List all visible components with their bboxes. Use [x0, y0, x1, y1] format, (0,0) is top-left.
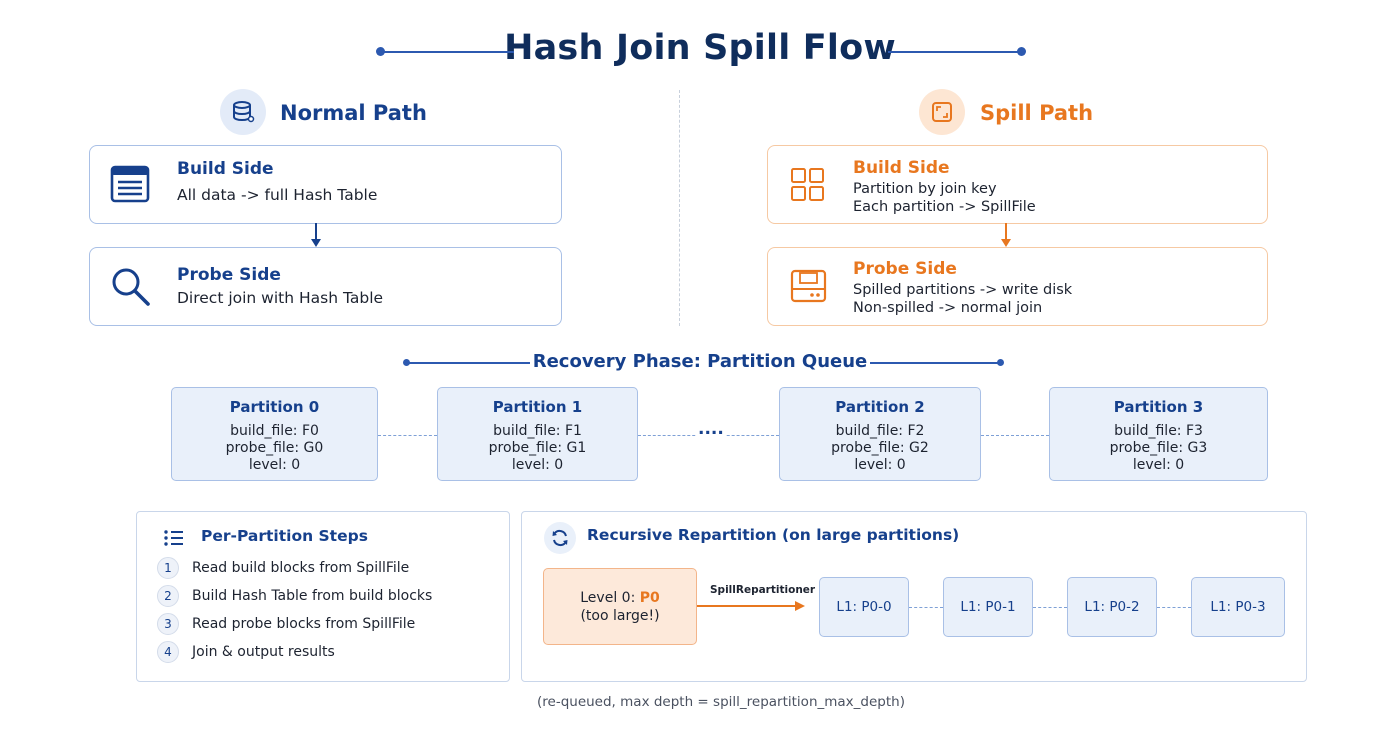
disk-icon — [790, 268, 828, 310]
spill-build-title: Build Side — [853, 158, 950, 178]
partition-ellipsis: .... — [696, 419, 726, 439]
partition-link-0-1 — [378, 435, 437, 436]
steps-panel: Per-Partition Steps 1 Read build blocks … — [136, 511, 510, 682]
level0-label-line: Level 0: P0 — [544, 589, 696, 607]
partition-title: Partition 3 — [1113, 398, 1204, 416]
partition-card: Partition 3 build_file: F3 probe_file: G… — [1049, 387, 1268, 481]
spill-path-title: Spill Path — [980, 101, 1094, 125]
spill-probe-line-2: Non-spilled -> normal join — [853, 300, 1043, 316]
normal-probe-title: Probe Side — [177, 265, 281, 285]
page-title: Hash Join Spill Flow — [504, 28, 896, 68]
level1-partition-box: L1: P0-3 — [1191, 577, 1285, 637]
table-icon — [110, 165, 152, 209]
spill-build-card: Build Side Partition by join key Each pa… — [767, 145, 1268, 224]
step-number: 3 — [157, 613, 179, 635]
spill-build-line-1: Partition by join key — [853, 181, 997, 197]
step-number: 2 — [157, 585, 179, 607]
spill-probe-line-1: Spilled partitions -> write disk — [853, 282, 1073, 298]
partition-probe-file: probe_file: G1 — [488, 440, 587, 456]
partition-card: Partition 1 build_file: F1 probe_file: G… — [437, 387, 638, 481]
partition-build-file: build_file: F3 — [1114, 423, 1203, 439]
level1-link — [1157, 607, 1191, 608]
partition-title: Partition 1 — [492, 398, 583, 416]
title-right-dot — [1017, 47, 1026, 56]
level1-partition-box: L1: P0-2 — [1067, 577, 1157, 637]
title-right-line — [888, 51, 1022, 53]
level0-highlight: P0 — [639, 590, 660, 606]
spill-probe-card: Probe Side Spilled partitions -> write d… — [767, 247, 1268, 326]
level1-link — [909, 607, 943, 608]
arrow-label: SpillRepartitioner — [710, 584, 816, 596]
normal-path-title: Normal Path — [280, 101, 427, 125]
footer-note: (re-queued, max depth = spill_repartitio… — [537, 694, 905, 710]
repartition-arrow — [697, 601, 805, 611]
path-divider — [679, 90, 680, 326]
partition-probe-file: probe_file: G0 — [225, 440, 324, 456]
spill-build-line-2: Each partition -> SpillFile — [853, 199, 1036, 215]
step-text: Join & output results — [192, 644, 335, 660]
title-left-dot — [376, 47, 385, 56]
partition-build-file: build_file: F0 — [230, 423, 319, 439]
partition-link-2-3 — [981, 435, 1049, 436]
partition-probe-file: probe_file: G2 — [831, 440, 929, 456]
normal-build-title: Build Side — [177, 159, 274, 179]
refresh-icon — [544, 522, 576, 554]
partition-title: Partition 2 — [835, 398, 925, 416]
level0-prefix: Level 0: — [580, 590, 640, 606]
title-left-line — [382, 51, 514, 53]
normal-probe-card: Probe Side Direct join with Hash Table — [89, 247, 562, 326]
normal-probe-text: Direct join with Hash Table — [177, 289, 384, 307]
list-icon — [163, 528, 185, 552]
normal-build-text: All data -> full Hash Table — [177, 186, 378, 204]
recovery-right-line — [870, 362, 1000, 364]
step-number: 1 — [157, 557, 179, 579]
step-text: Build Hash Table from build blocks — [192, 588, 433, 604]
partition-level: level: 0 — [511, 457, 564, 473]
step-text: Read build blocks from SpillFile — [192, 560, 410, 576]
step-number: 4 — [157, 641, 179, 663]
partition-level: level: 0 — [854, 457, 906, 473]
partition-level: level: 0 — [248, 457, 301, 473]
level0-partition-box: Level 0: P0 (too large!) — [543, 568, 697, 645]
database-icon — [220, 89, 266, 135]
level1-partition-box: L1: P0-0 — [819, 577, 909, 637]
spill-icon — [919, 89, 965, 135]
partition-card: Partition 0 build_file: F0 probe_file: G… — [171, 387, 378, 481]
repartition-panel-title: Recursive Repartition (on large partitio… — [587, 526, 960, 544]
recovery-left-dot — [403, 359, 410, 366]
grid-icon — [790, 167, 826, 207]
spill-flow-arrow — [1001, 223, 1011, 247]
steps-panel-title: Per-Partition Steps — [201, 527, 368, 545]
recovery-right-dot — [997, 359, 1004, 366]
repartition-panel: Recursive Repartition (on large partitio… — [521, 511, 1307, 682]
level1-link — [1033, 607, 1067, 608]
partition-level: level: 0 — [1132, 457, 1185, 473]
search-icon — [110, 266, 152, 312]
spill-probe-title: Probe Side — [853, 259, 957, 279]
partition-build-file: build_file: F2 — [835, 423, 925, 439]
partition-build-file: build_file: F1 — [493, 423, 582, 439]
partition-card: Partition 2 build_file: F2 probe_file: G… — [779, 387, 981, 481]
normal-flow-arrow — [311, 223, 321, 247]
partition-title: Partition 0 — [229, 398, 320, 416]
level1-partition-box: L1: P0-1 — [943, 577, 1033, 637]
recovery-left-line — [408, 362, 530, 364]
normal-build-card: Build Side All data -> full Hash Table — [89, 145, 562, 224]
partition-probe-file: probe_file: G3 — [1109, 440, 1208, 456]
recovery-title: Recovery Phase: Partition Queue — [532, 351, 868, 372]
level0-sub: (too large!) — [580, 608, 660, 624]
step-text: Read probe blocks from SpillFile — [192, 616, 416, 632]
